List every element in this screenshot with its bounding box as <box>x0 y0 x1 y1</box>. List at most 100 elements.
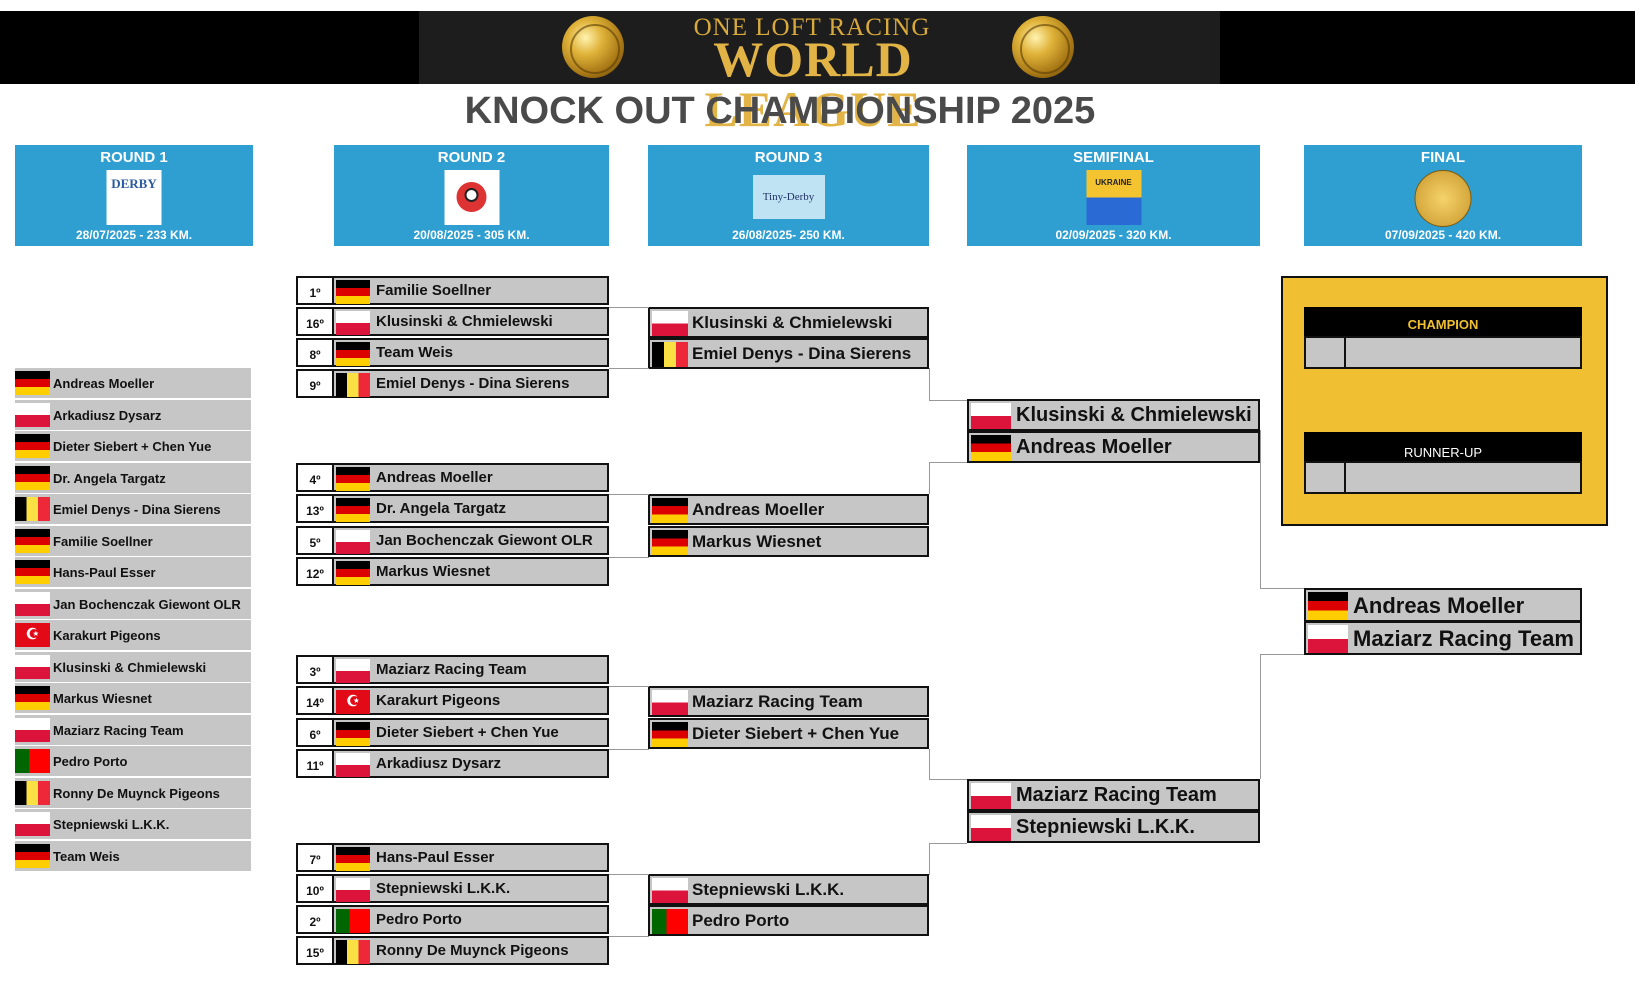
seed-number: 1º <box>298 278 334 303</box>
connector-line <box>929 462 930 494</box>
seed-number: 7º <box>298 845 334 870</box>
semifinal-row: Stepniewski L.K.K. <box>967 811 1260 843</box>
participant-name: Stepniewski L.K.K. <box>53 817 170 832</box>
round-1-name: ROUND 1 <box>100 149 168 166</box>
round3-row: Stepniewski L.K.K. <box>648 874 929 905</box>
round3-row: Maziarz Racing Team <box>648 686 929 717</box>
flag-de-icon <box>15 560 50 584</box>
team-name: Klusinski & Chmielewski <box>376 313 553 330</box>
participant-name: Arkadiusz Dysarz <box>53 407 162 423</box>
participant-row: Familie Soellner <box>15 525 251 557</box>
flag-pl-icon <box>336 311 370 335</box>
flag-de-icon <box>15 843 50 868</box>
flag-be-icon <box>336 940 370 964</box>
tiny-derby-logo-text: Tiny-Derby <box>762 191 815 203</box>
seed-number: 10º <box>298 876 334 901</box>
semifinal-date: 02/09/2025 - 320 KM. <box>1055 228 1172 242</box>
team-name: Stepniewski L.K.K. <box>376 880 511 897</box>
flag-de-icon <box>15 465 50 490</box>
flag-de-icon <box>336 561 370 585</box>
participant-row: Dr. Angela Targatz <box>15 462 251 494</box>
flag-pl-icon <box>971 783 1011 809</box>
seed-number: 6º <box>298 720 334 745</box>
participant-row: Jan Bochenczak Giewont OLR <box>15 588 251 620</box>
connector-line <box>1260 430 1261 588</box>
flag-pl-icon <box>336 878 370 902</box>
flag-de-icon <box>652 722 688 747</box>
flag-pl-icon <box>336 659 370 683</box>
ukraine-logo-text: UKRAINE <box>1095 178 1132 187</box>
champion-flag-cell <box>1304 336 1346 369</box>
connector-line <box>609 368 649 369</box>
connector-line <box>609 557 649 558</box>
participant-name: Dr. Angela Targatz <box>53 470 166 486</box>
connector-line <box>609 936 649 937</box>
team-name: Karakurt Pigeons <box>376 692 501 709</box>
connector-line <box>609 494 649 495</box>
semifinal-name: SEMIFINAL <box>1073 149 1154 166</box>
semifinal-row: Klusinski & Chmielewski <box>967 399 1260 431</box>
participant-row: Hans-Paul Esser <box>15 557 251 588</box>
team-name: Pedro Porto <box>376 911 462 928</box>
final-row: Maziarz Racing Team <box>1304 621 1582 655</box>
flag-be-icon <box>652 342 688 367</box>
connector-line <box>1260 654 1261 779</box>
globe-logo-icon <box>562 16 624 78</box>
team-name: Andreas Moeller <box>692 500 825 519</box>
seed-number: 11º <box>298 751 334 776</box>
participant-row: Markus Wiesnet <box>15 683 251 714</box>
connector-line <box>1260 588 1304 589</box>
connector-line <box>929 368 930 400</box>
flag-pl-icon <box>1308 625 1348 653</box>
flag-pl-icon <box>15 402 50 427</box>
connector-line <box>609 749 649 750</box>
round-3-date: 26/08/2025- 250 KM. <box>732 228 845 242</box>
seed-number: 5º <box>298 528 334 553</box>
seed-number: 12º <box>298 559 334 584</box>
team-name: Andreas Moeller <box>1016 436 1172 458</box>
flag-pl-icon <box>652 690 688 715</box>
team-name: Klusinski & Chmielewski <box>692 313 893 332</box>
team-name: Ronny De Muynck Pigeons <box>376 942 569 959</box>
flag-pl-icon <box>971 403 1011 429</box>
flag-de-icon <box>15 528 50 553</box>
bird-logo <box>444 170 499 225</box>
semifinal-header: SEMIFINAL UKRAINE 02/09/2025 - 320 KM. <box>967 145 1260 246</box>
round2-row: 14º☪Karakurt Pigeons <box>296 686 609 715</box>
final-medal-logo <box>1414 170 1472 227</box>
participant-row: Klusinski & Chmielewski <box>15 651 251 683</box>
round-3-header: ROUND 3 Tiny-Derby 26/08/2025- 250 KM. <box>648 145 929 246</box>
round-2-date: 20/08/2025 - 305 KM. <box>413 228 530 242</box>
flag-de-icon <box>336 467 370 491</box>
semifinal-row: Maziarz Racing Team <box>967 779 1260 811</box>
participant-row: Maziarz Racing Team <box>15 714 251 746</box>
seed-number: 4º <box>298 465 334 490</box>
participant-row: Andreas Moeller <box>15 368 251 399</box>
team-name: Pedro Porto <box>692 911 790 930</box>
team-name: Emiel Denys - Dina Sierens <box>692 344 912 363</box>
round2-row: 16º Klusinski & Chmielewski <box>296 307 609 336</box>
team-name: Familie Soellner <box>376 282 492 299</box>
flag-de-icon <box>15 434 50 458</box>
team-name: Stepniewski L.K.K. <box>1016 816 1195 838</box>
team-name: Maziarz Racing Team <box>1353 626 1574 651</box>
round2-row: 1º Familie Soellner <box>296 276 609 305</box>
seed-number: 16º <box>298 309 334 334</box>
flag-de-icon <box>652 498 688 523</box>
seed-number: 3º <box>298 657 334 682</box>
team-name: Jan Bochenczak Giewont OLR <box>376 532 593 549</box>
flag-be-icon <box>336 373 370 397</box>
team-name: Andreas Moeller <box>1353 593 1525 618</box>
derby-logo-text: DERBY <box>111 176 157 191</box>
runnerup-name-cell <box>1344 461 1582 494</box>
participant-name: Pedro Porto <box>53 754 128 769</box>
team-name: Arkadiusz Dysarz <box>376 755 502 772</box>
participant-name: Klusinski & Chmielewski <box>53 659 207 675</box>
round2-row: 5º Jan Bochenczak Giewont OLR <box>296 526 609 555</box>
